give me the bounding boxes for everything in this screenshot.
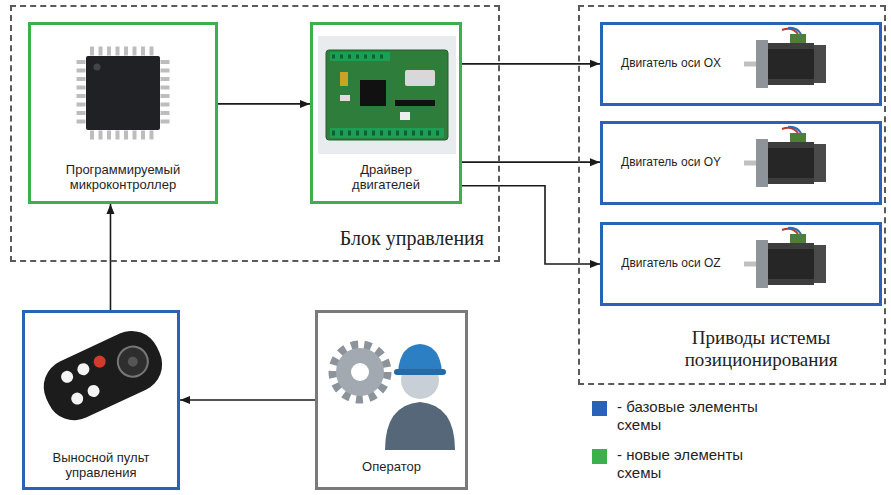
operator-picture-part [336, 348, 384, 396]
remote-pendant-picture [35, 322, 172, 430]
driver-board-picture-part [332, 55, 388, 59]
arrow-connector [180, 399, 315, 401]
remote-pendant-picture-part-part [86, 383, 102, 399]
motor-picture [744, 127, 826, 187]
connector-group [110, 64, 600, 400]
chip-picture-part [90, 131, 156, 140]
motor-box: Двигатель оси OZ [600, 222, 882, 306]
driver-board-picture-part [330, 128, 444, 138]
node-label: Блок управления [340, 227, 484, 250]
node-label: Драйвер двигателей [331, 163, 441, 193]
remote-pendant-picture-part-part [113, 342, 153, 382]
chip-picture-part [77, 60, 86, 126]
operator-picture-part [385, 402, 455, 450]
remote-pendant-picture-part-part [75, 361, 91, 377]
legend-label: - базовые элементы схемы [617, 398, 777, 434]
chip-picture-part [94, 64, 101, 71]
component-box: Выносной пульт управления [22, 310, 180, 490]
driver-board-picture-part [360, 80, 386, 106]
driver-board-picture-part [330, 52, 390, 61]
motor-box: Двигатель оси OX [600, 22, 882, 106]
driver-board-picture-part [318, 36, 456, 154]
driver-board-picture-part [395, 100, 435, 106]
node-label: Выносной пульт управления [35, 451, 167, 481]
motor-picture [744, 228, 826, 288]
chip-picture-part [161, 60, 170, 126]
legend-row: - новые элементы схемы [592, 446, 777, 482]
node-label: Двигатель оси OZ [621, 257, 721, 271]
arrow-connector [110, 204, 112, 310]
component-box: Драйвер двигателей [310, 22, 462, 204]
driver-board-picture-part [340, 95, 350, 101]
driver-board-picture-part [332, 131, 442, 136]
actor-box: Оператор [315, 310, 468, 490]
node-label: Программируемый микроконтроллер [51, 163, 195, 193]
arrow-connector [218, 103, 310, 105]
legend: - базовые элементы схемы - новые элементы… [592, 398, 777, 494]
remote-pendant-picture-part-part [59, 369, 75, 385]
driver-board-picture-part [326, 50, 448, 140]
driver-board-picture-part [400, 112, 410, 120]
remote-pendant-picture-part-part [69, 391, 85, 407]
motor-box: Двигатель оси OY [600, 121, 882, 205]
remote-pendant-picture-part [35, 322, 172, 430]
node-label: Оператор [324, 460, 459, 475]
driver-board-picture-part [405, 70, 435, 86]
driver-board-picture [318, 36, 456, 154]
legend-swatch [592, 449, 607, 464]
remote-pendant-picture-part-part [92, 354, 108, 370]
remote-pendant-picture-part-part [35, 322, 172, 430]
driver-board-picture-part [340, 72, 348, 86]
group-frame: Приводы истемы позиционирования Двигатель… [578, 5, 886, 385]
component-box: Программируемый микроконтроллер [28, 22, 218, 204]
operator-picture-part [351, 363, 369, 381]
chip-picture [81, 51, 165, 135]
operator-picture [333, 344, 455, 450]
node-label: Приводы истемы позиционирования [646, 327, 876, 371]
chip-picture-part [86, 56, 160, 130]
chip-picture-part [90, 47, 156, 56]
node-label: Двигатель оси OX [621, 57, 721, 71]
operator-picture-part [333, 345, 387, 399]
legend-label: - новые элементы схемы [617, 446, 777, 482]
group-frame: Блок управления Программируемый микроконт… [10, 5, 500, 262]
node-label: Двигатель оси OY [621, 156, 721, 170]
operator-picture-part [398, 344, 442, 372]
remote-pendant-picture-part-part [126, 355, 139, 368]
legend-swatch [592, 401, 607, 416]
legend-row: - базовые элементы схемы [592, 398, 777, 434]
motor-picture [744, 28, 826, 88]
operator-picture-part [394, 369, 446, 375]
